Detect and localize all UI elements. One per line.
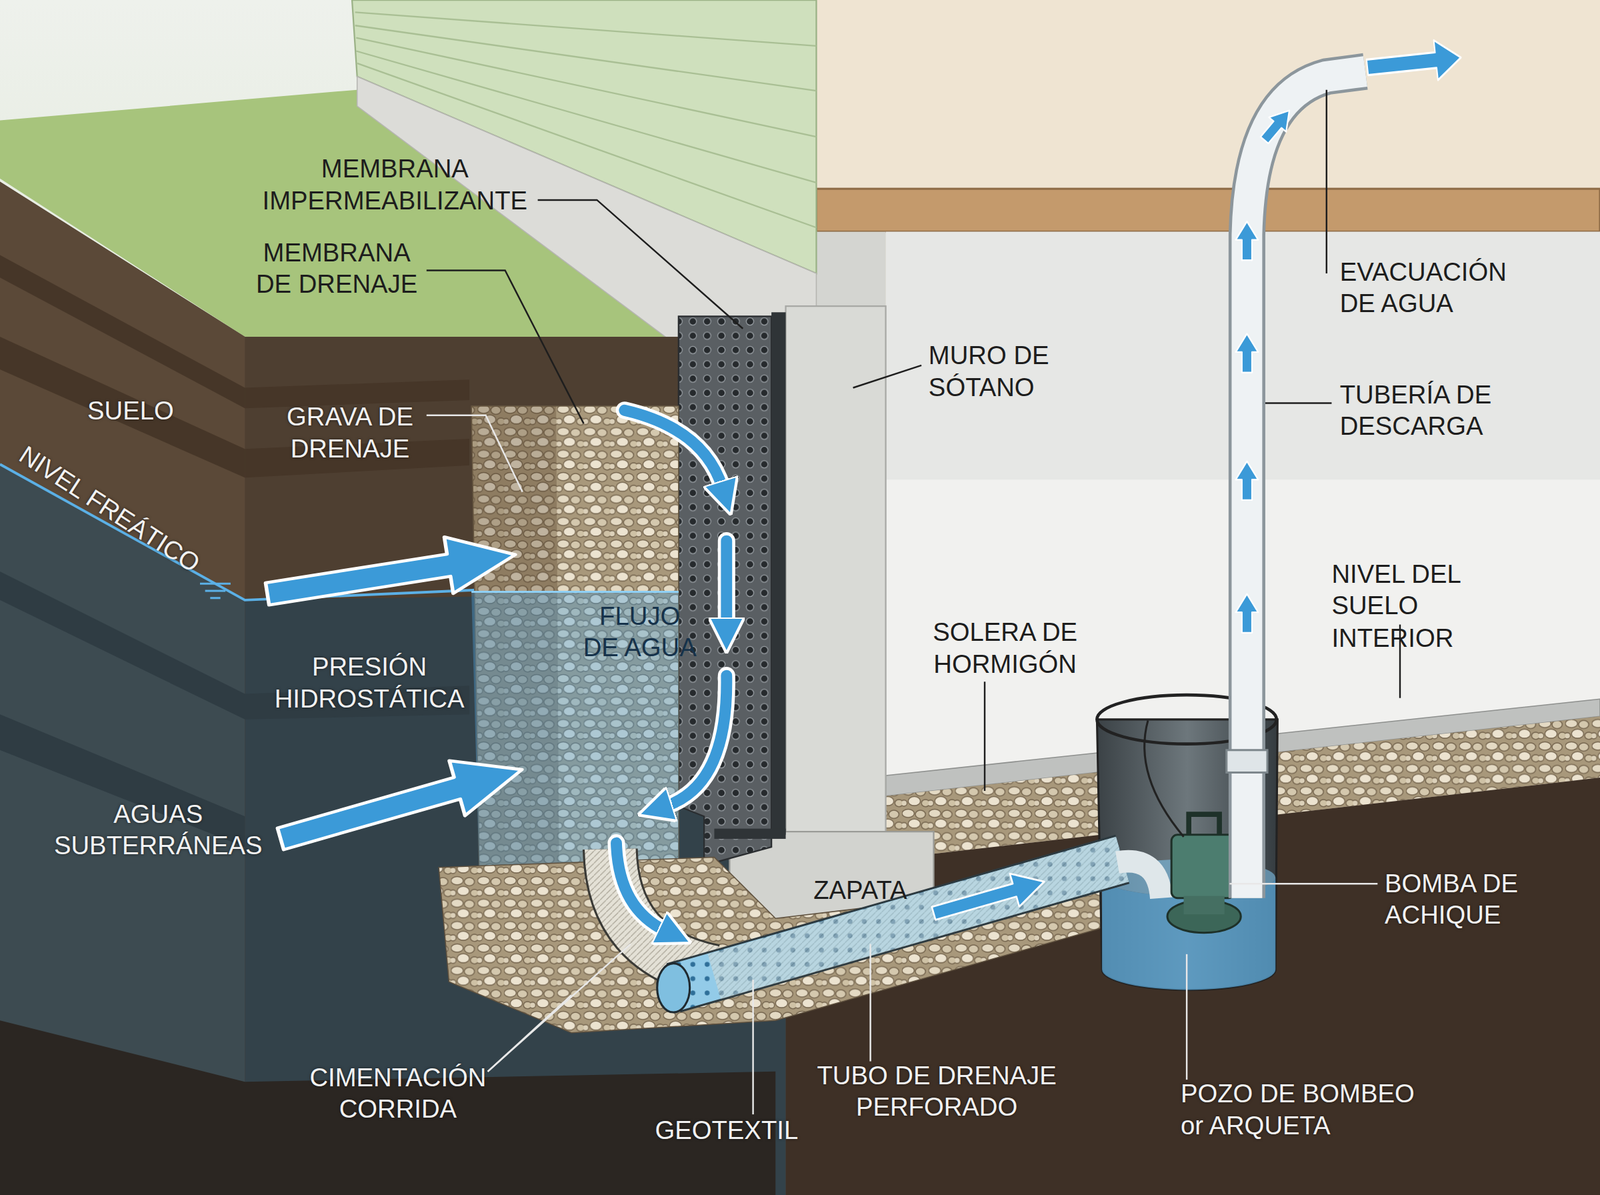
discharge-arrow	[1256, 103, 1298, 148]
pump-handle	[1188, 814, 1220, 835]
part-label: FLUJO DE AGUA	[580, 600, 700, 664]
leader-line	[1229, 882, 1378, 884]
waterproof-membrane	[771, 312, 786, 835]
flow-arrow	[616, 842, 665, 931]
pump-volute	[1184, 896, 1225, 915]
floor-joist	[816, 188, 1600, 232]
part-label: NIVEL FREÁTICO	[13, 438, 206, 580]
outflow-arrow	[1365, 37, 1464, 87]
pipe-coupling	[1226, 750, 1268, 773]
leader-line	[488, 944, 631, 1072]
leader-line	[1186, 954, 1188, 1080]
leader-lines-dark	[426, 90, 1400, 791]
part-label: CIMENTACIÓN CORRIDA	[303, 1061, 492, 1126]
discharge-pipe	[1246, 71, 1366, 898]
water-table-symbol	[200, 583, 231, 598]
leader-line	[1265, 402, 1332, 404]
flow-outline	[616, 842, 665, 931]
leader-lines-light	[426, 415, 1378, 1114]
leader-line	[752, 979, 754, 1114]
flow-outline	[665, 675, 727, 806]
pipe-inlet-elbow	[1117, 861, 1162, 898]
flow-arrow	[720, 540, 732, 624]
leader-line	[426, 270, 584, 424]
discharge-arrow	[1236, 461, 1259, 500]
siding-line	[355, 12, 817, 46]
basement-wall	[786, 306, 886, 837]
flow-arrow	[665, 675, 727, 806]
deep-soil	[0, 1020, 776, 1195]
leader-line	[869, 944, 871, 1062]
part-label: GRAVA DE DRENAJE	[280, 401, 420, 466]
siding-line	[355, 25, 817, 91]
pipe-flow-arrow	[928, 864, 1049, 930]
discharge-arrow	[1236, 221, 1259, 260]
part-label: TUBO DE DRENAJE PERFORADO	[813, 1059, 1061, 1124]
groundwater-arrow	[262, 526, 520, 622]
part-label: AGUAS SUBTERRÁNEAS	[50, 798, 267, 862]
part-label: MURO DE SÓTANO	[928, 340, 1087, 404]
leader-line	[538, 200, 744, 329]
part-label: MEMBRANA DE DRENAJE	[252, 236, 422, 301]
perforated-pipe	[673, 859, 1122, 988]
soil-layer	[0, 571, 245, 720]
part-label: POZO DE BOMBEO or ARQUETA	[1180, 1077, 1424, 1142]
pump-cable	[1144, 720, 1184, 836]
flow-outline	[624, 410, 723, 488]
flow-outline	[718, 540, 736, 624]
leader-line	[1326, 90, 1328, 274]
part-label: TUBERÍA DE DESCARGA	[1340, 378, 1501, 443]
part-label: GEOTEXTIL	[654, 1114, 798, 1146]
water-symbol-line	[205, 590, 226, 592]
part-label: PRESIÓN HIDROSTÁTICA	[270, 651, 469, 716]
leader-line	[984, 681, 986, 791]
waterproof-membrane-foot	[714, 828, 786, 839]
water-level	[471, 590, 679, 593]
pipe-open-end	[657, 963, 690, 1012]
leader-line	[853, 365, 922, 388]
discharge-arrow	[1236, 594, 1259, 633]
flow-arrow	[624, 410, 723, 488]
membrane-flow-arrows	[616, 410, 726, 930]
leader-line	[426, 415, 523, 492]
part-label: NIVEL DEL SUELO INTERIOR	[1331, 558, 1536, 654]
part-label: BOMBA DE ACHIQUE	[1384, 867, 1528, 932]
part-label: MEMBRANA IMPERMEABILIZANTE	[257, 153, 533, 218]
part-label: SOLERA DE HORMIGÓN	[928, 616, 1082, 680]
part-label: SUELO	[87, 394, 174, 427]
soil-side	[0, 181, 786, 1195]
water-symbol-line	[200, 582, 231, 585]
groundwater-arrow	[272, 742, 530, 866]
water-symbol-line	[210, 596, 220, 599]
part-label: ZAPATA	[813, 874, 907, 907]
discharge-arrow	[1236, 333, 1259, 372]
flow-arrow-outlines	[616, 410, 726, 930]
discharge-outline	[1246, 71, 1366, 898]
pipe-outline	[673, 859, 1122, 988]
geotextile-sock	[714, 859, 1122, 977]
sump-pump	[1171, 834, 1235, 898]
part-label: EVACUACIÓN DE AGUA	[1340, 256, 1519, 320]
